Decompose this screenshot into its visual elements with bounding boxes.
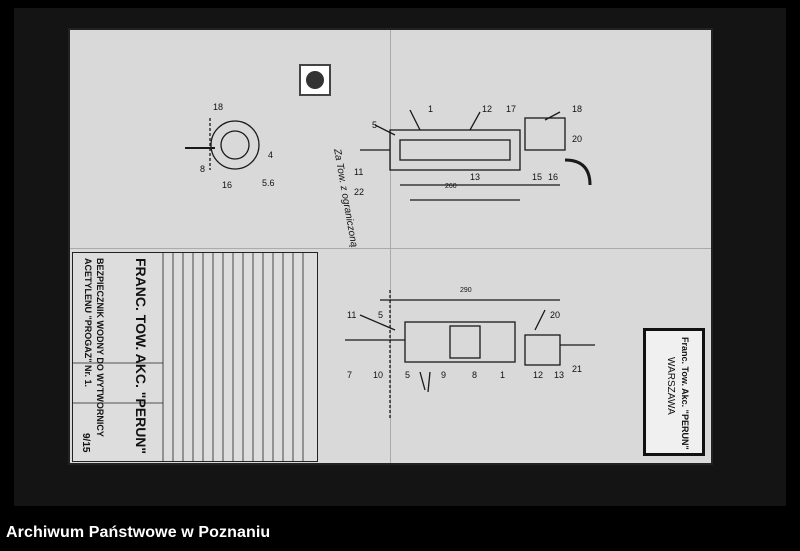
- company-nameplate: Franc. Tow. Akc. "PERUN" WARSZAWA: [643, 328, 705, 456]
- svg-text:4: 4: [268, 150, 273, 160]
- sheet-number: 9/15: [80, 433, 91, 453]
- svg-text:21: 21: [572, 364, 582, 374]
- svg-text:20: 20: [550, 310, 560, 320]
- svg-text:9: 9: [441, 370, 446, 380]
- svg-text:15: 15: [532, 172, 542, 182]
- drawing-title-line1: BEZPIECZNIK WODNY DO WYTWORNICY: [95, 258, 105, 437]
- svg-text:5.6: 5.6: [262, 178, 275, 188]
- svg-text:260: 260: [445, 183, 457, 190]
- tax-stamp: [299, 64, 331, 96]
- svg-text:22: 22: [354, 187, 364, 197]
- svg-text:1: 1: [428, 104, 433, 114]
- company-name: FRANC. TOW. AKC. "PERUN": [133, 258, 149, 455]
- svg-text:16: 16: [548, 172, 558, 182]
- nameplate-city: WARSZAWA: [665, 357, 676, 415]
- upper-cylinder: [389, 129, 521, 171]
- fold-line-vertical: [390, 30, 391, 463]
- svg-text:8: 8: [472, 370, 477, 380]
- lower-cylinder: [404, 321, 516, 363]
- nameplate-company: Franc. Tow. Akc. "PERUN": [680, 337, 690, 450]
- svg-text:1: 1: [500, 370, 505, 380]
- svg-text:5: 5: [405, 370, 410, 380]
- fold-line-horizontal: [70, 248, 711, 249]
- svg-text:18: 18: [572, 104, 582, 114]
- svg-text:13: 13: [470, 172, 480, 182]
- svg-text:18: 18: [213, 102, 223, 112]
- svg-text:13: 13: [554, 370, 564, 380]
- svg-text:12: 12: [533, 370, 543, 380]
- svg-text:16: 16: [222, 180, 232, 190]
- svg-text:5: 5: [372, 120, 377, 130]
- svg-text:8: 8: [200, 164, 205, 174]
- svg-text:12: 12: [482, 104, 492, 114]
- title-block: FRANC. TOW. AKC. "PERUN" BEZPIECZNIK WOD…: [72, 252, 318, 462]
- svg-text:17: 17: [506, 104, 516, 114]
- svg-text:5: 5: [378, 310, 383, 320]
- svg-text:7: 7: [347, 370, 352, 380]
- svg-text:290: 290: [460, 287, 472, 294]
- svg-text:10: 10: [373, 370, 383, 380]
- svg-text:11: 11: [347, 310, 356, 320]
- archive-caption: Archiwum Państwowe w Poznaniu: [6, 524, 271, 541]
- svg-text:11: 11: [354, 167, 363, 177]
- drawing-title-line2: ACETYLENU "PROGAZ" Nr. 1.: [83, 258, 93, 388]
- svg-text:20: 20: [572, 134, 582, 144]
